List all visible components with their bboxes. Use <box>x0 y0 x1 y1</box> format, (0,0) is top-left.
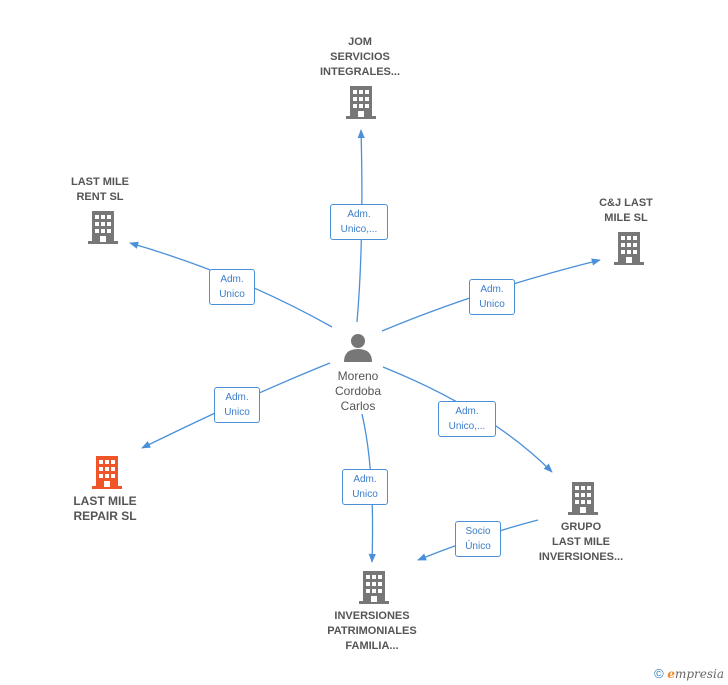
person-icon <box>344 334 372 362</box>
edge-label-to-jom: Adm. Unico,... <box>330 204 388 240</box>
copyright-footer: © empresia <box>654 666 724 681</box>
edge-label-socio-unico: Socio Único <box>455 521 501 557</box>
edge-label-to-inversiones: Adm. Unico <box>342 469 388 505</box>
edge-label-to-repair: Adm. Unico <box>214 387 260 423</box>
building-icon <box>92 456 122 489</box>
empresia-logo: empresia <box>667 667 724 681</box>
center-person-name[interactable]: Moreno Cordoba Carlos <box>334 369 382 413</box>
edge-label-to-grupo: Adm. Unico,... <box>438 401 496 437</box>
node-label-last-mile-rent[interactable]: LAST MILE RENT SL <box>70 176 130 203</box>
node-label-inversiones[interactable]: INVERSIONES PATRIMONIALES FAMILIA... <box>327 610 417 652</box>
building-icon <box>359 571 389 604</box>
copyright-icon: © <box>654 666 664 681</box>
node-label-last-mile-repair[interactable]: LAST MILE REPAIR SL <box>73 494 137 523</box>
node-label-grupo[interactable]: GRUPO LAST MILE INVERSIONES... <box>538 521 624 563</box>
node-label-cj-last-mile[interactable]: C&J LAST MILE SL <box>599 197 653 224</box>
edge-label-to-rent: Adm. Unico <box>209 269 255 305</box>
building-icon <box>346 86 376 119</box>
edge-label-to-cj: Adm. Unico <box>469 279 515 315</box>
building-icon <box>614 232 644 265</box>
building-icon <box>88 211 118 244</box>
node-label-jom[interactable]: JOM SERVICIOS INTEGRALES... <box>319 36 401 78</box>
building-icon <box>568 482 598 515</box>
